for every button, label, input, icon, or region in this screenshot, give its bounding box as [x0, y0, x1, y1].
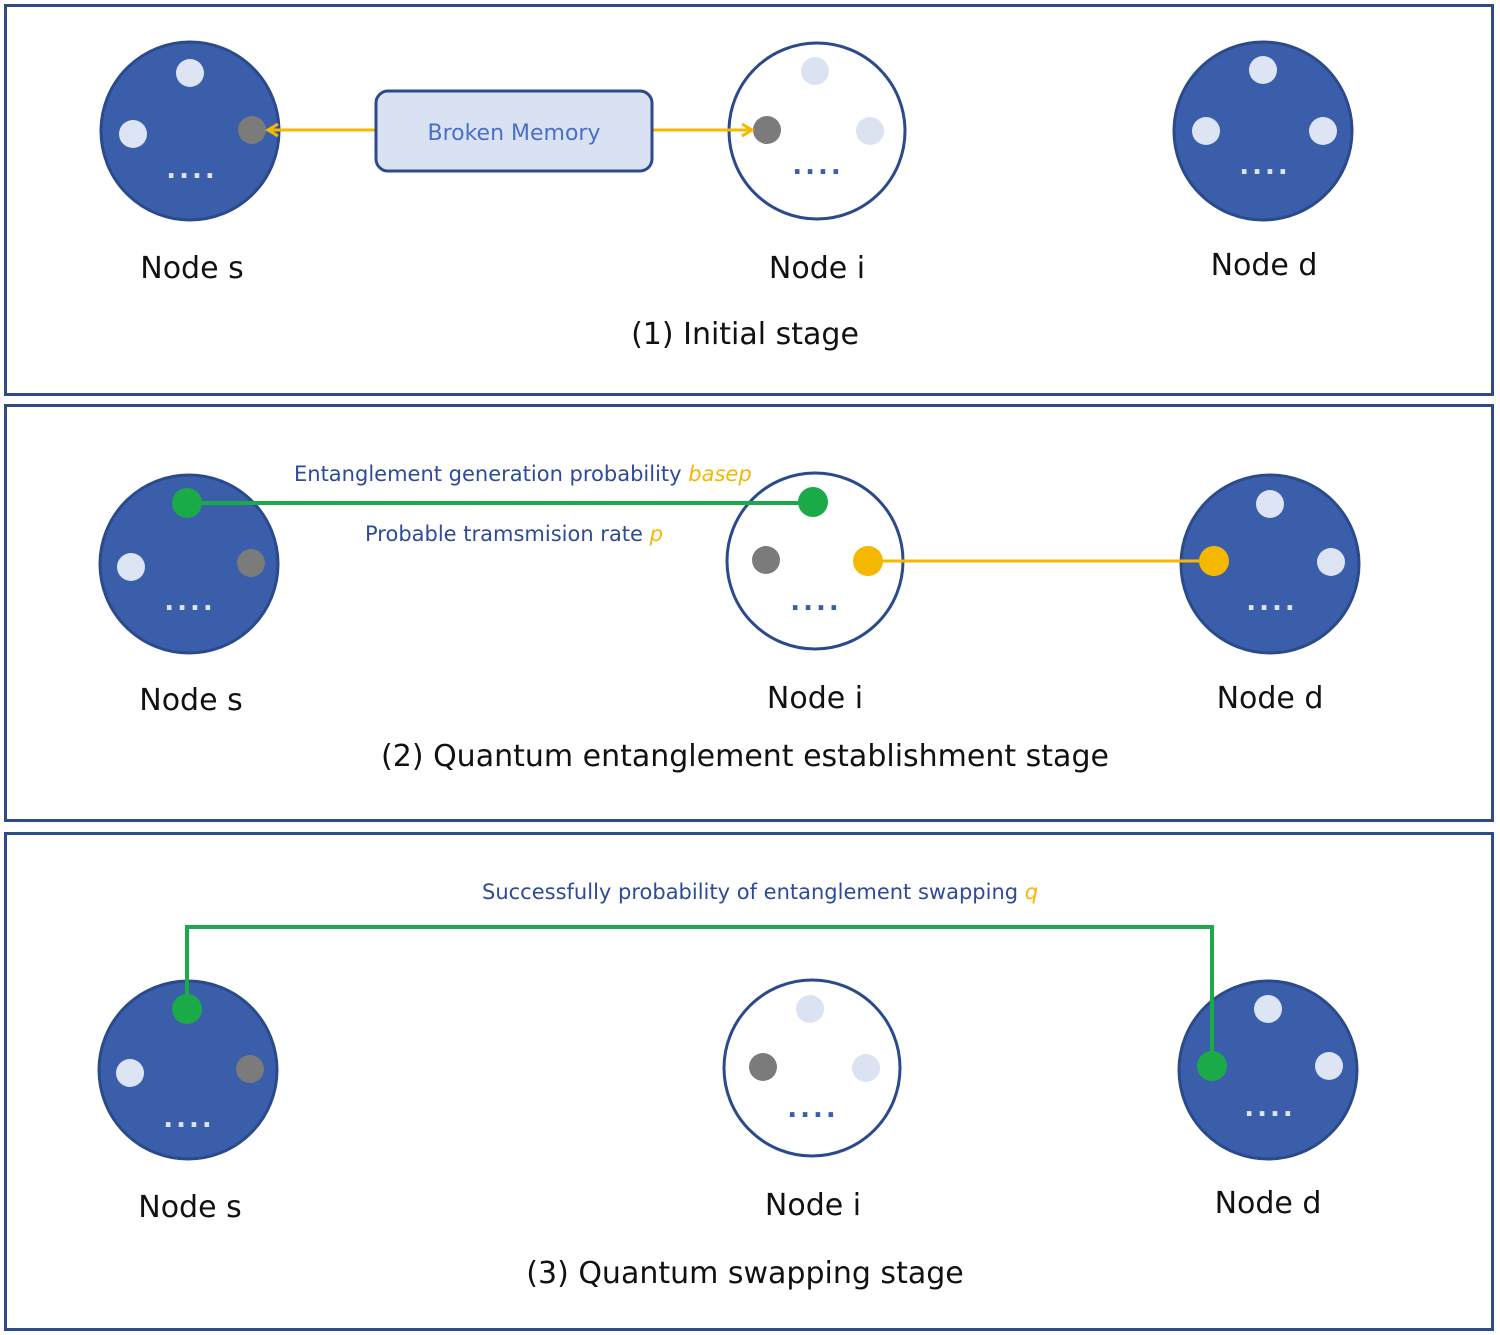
node-i-circle — [722, 978, 902, 1158]
entanglement-generation-annotation: Entanglement generation probability base… — [294, 462, 752, 486]
qubit-idle — [119, 120, 147, 148]
node-d-label: Node d — [1215, 1186, 1322, 1221]
stage3-node-d: .... — [1177, 979, 1359, 1161]
qubit-entangled — [798, 487, 828, 517]
node-d-circle — [1172, 40, 1354, 222]
stage1-node-s: .... — [99, 40, 281, 222]
stage3-node-i: .... — [722, 978, 902, 1158]
qubit-broken — [753, 116, 781, 144]
qubit-ellipsis: .... — [790, 587, 842, 617]
node-i-label: Node i — [769, 251, 865, 286]
qubit-idle — [117, 553, 145, 581]
qubit-broken — [236, 1055, 264, 1083]
annotation-variable: p — [649, 522, 663, 546]
qubit-idle — [1256, 490, 1284, 518]
stage3-node-s: .... — [97, 979, 279, 1161]
annotation-text: Entanglement generation probability — [294, 462, 688, 486]
qubit-idle — [1317, 548, 1345, 576]
stage1-node-i: .... — [727, 41, 907, 221]
qubit-ellipsis: .... — [792, 151, 844, 181]
qubit-ellipsis: .... — [1244, 1093, 1296, 1123]
stage-2-title: (2) Quantum entanglement establishment s… — [381, 739, 1109, 774]
node-s-label: Node s — [140, 251, 243, 286]
stage-1-title: (1) Initial stage — [631, 317, 859, 352]
qubit-idle — [796, 995, 824, 1023]
swapping-annotation: Successfully probability of entanglement… — [482, 880, 1038, 904]
qubit-idle — [852, 1054, 880, 1082]
qubit-entangled — [172, 488, 202, 518]
node-i-label: Node i — [767, 681, 863, 716]
node-d-circle — [1177, 979, 1359, 1161]
qubit-ellipsis: .... — [1246, 587, 1298, 617]
swapped-entanglement-link-s-d — [185, 925, 1214, 1066]
qubit-broken — [237, 549, 265, 577]
qubit-idle — [116, 1059, 144, 1087]
qubit-ellipsis: .... — [787, 1094, 839, 1124]
qubit-idle — [1315, 1052, 1343, 1080]
annotation-variable: q — [1025, 880, 1038, 904]
qubit-ellipsis: .... — [163, 1104, 215, 1134]
qubit-idle — [856, 117, 884, 145]
qubit-broken — [749, 1053, 777, 1081]
qubit-idle — [801, 57, 829, 85]
qubit-entangled — [172, 994, 202, 1024]
annotation-text: Probable tramsmision rate — [365, 522, 650, 546]
qubit-idle — [1249, 56, 1277, 84]
node-s-label: Node s — [139, 683, 242, 718]
qubit-ellipsis: .... — [164, 587, 216, 617]
node-d-circle — [1179, 473, 1361, 655]
qubit-broken — [238, 116, 266, 144]
annotation-text: Successfully probability of entanglement… — [482, 880, 1025, 904]
qubit-pending — [1199, 546, 1229, 576]
node-i-label: Node i — [765, 1188, 861, 1223]
transmission-rate-annotation: Probable tramsmision rate p — [365, 522, 663, 546]
stage1-node-d: .... — [1172, 40, 1354, 222]
qubit-idle — [176, 59, 204, 87]
qubit-ellipsis: .... — [1239, 151, 1291, 181]
node-d-label: Node d — [1211, 248, 1318, 283]
stage2-node-s: .... — [98, 473, 280, 655]
qubit-idle — [1309, 117, 1337, 145]
qubit-idle — [1254, 995, 1282, 1023]
stage2-node-d: .... — [1179, 473, 1361, 655]
node-d-label: Node d — [1217, 681, 1324, 716]
node-s-circle — [98, 473, 280, 655]
qubit-idle — [1192, 117, 1220, 145]
stage-3-title: (3) Quantum swapping stage — [526, 1256, 963, 1291]
qubit-broken — [752, 546, 780, 574]
broken-memory-box — [374, 89, 654, 173]
qubit-ellipsis: .... — [166, 155, 218, 185]
annotation-variable: basep — [688, 462, 751, 486]
broken-memory-label: Broken Memory — [427, 121, 600, 146]
node-s-label: Node s — [138, 1190, 241, 1225]
qubit-pending — [853, 546, 883, 576]
qubit-entangled — [1197, 1051, 1227, 1081]
stage2-node-i: .... — [725, 471, 905, 651]
